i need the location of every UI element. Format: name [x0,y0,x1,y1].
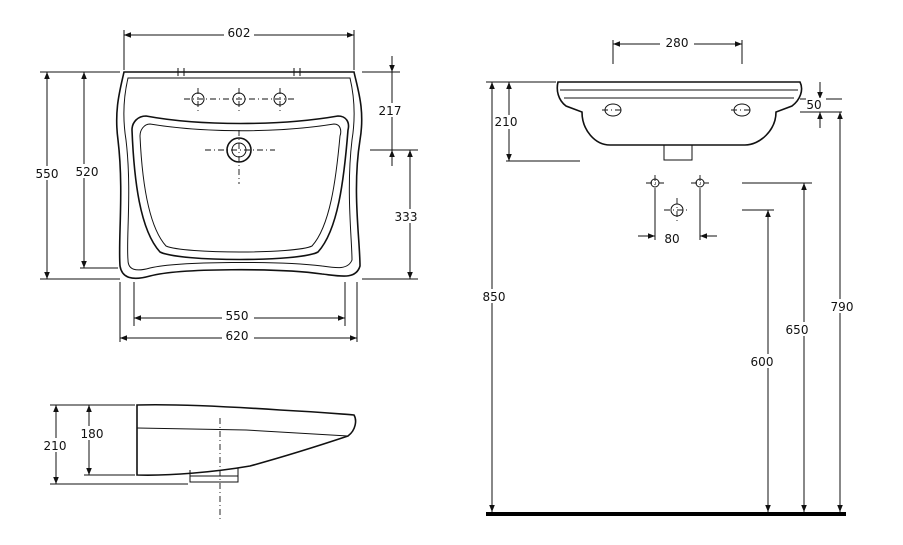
dim-550-bottom-label: 550 [226,309,249,323]
dim-side-180-label: 180 [81,427,104,441]
dim-front-210-label: 210 [495,115,518,129]
side-profile-outline [136,403,357,476]
tap-holes [177,68,301,112]
side-profile-inner [136,427,349,437]
dim-850-label: 850 [483,290,506,304]
dim-550-depth-label: 550 [36,167,59,181]
dim-333-label: 333 [395,210,418,224]
side-view: 210 180 [40,403,357,522]
dim-790-label: 790 [831,300,854,314]
basin-outer-outline [115,71,363,280]
bowl-inner-outline [139,123,342,253]
bowl-outer-outline [131,115,350,261]
dim-280-label: 280 [666,36,689,50]
dim-602-label: 602 [228,26,251,40]
wall-fixing-points [646,175,709,222]
dim-600-label: 600 [751,355,774,369]
basin-rim-line [123,77,355,271]
top-view: 602 550 520 217 333 550 [30,25,424,343]
front-basin-outline [556,81,803,146]
front-drain-trap [663,145,693,161]
dim-650-label: 650 [786,323,809,337]
dim-80-label: 80 [664,232,679,246]
dim-side-210-label: 210 [44,439,67,453]
dim-520-label: 520 [76,165,99,179]
dim-620-label: 620 [226,329,249,343]
dim-50-label: 50 [806,98,821,112]
dim-217-label: 217 [379,104,402,118]
front-view: 280 50 210 80 [478,34,862,516]
drain-hole [205,130,275,184]
